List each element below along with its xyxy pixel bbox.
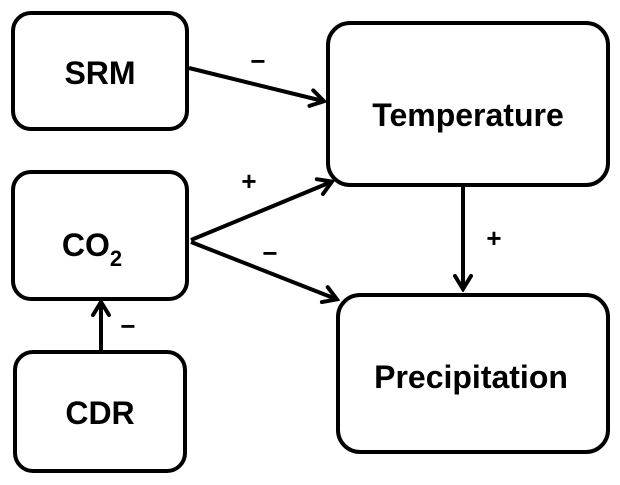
node-precipitation: Precipitation	[336, 293, 610, 454]
node-srm-label: SRM	[64, 55, 135, 91]
edge-srm-temperature	[188, 66, 323, 101]
edge-co2-precipitation	[190, 240, 336, 299]
node-co2: CO2	[11, 170, 189, 301]
node-temperature-label: Temperature	[372, 97, 563, 133]
node-precipitation-label: Precipitation	[374, 359, 568, 395]
node-cdr: CDR	[13, 350, 187, 473]
sign-co2-temperature: +	[241, 166, 256, 196]
node-cdr-label: CDR	[65, 395, 134, 431]
edge-co2-temperature	[190, 182, 331, 242]
node-co2-label: CO2	[62, 227, 122, 271]
node-srm: SRM	[11, 11, 189, 131]
sign-temperature-precipitation: +	[486, 223, 501, 253]
sign-srm-temperature: −	[250, 46, 265, 76]
sign-co2-precipitation: −	[262, 238, 277, 268]
sign-cdr-co2: −	[120, 311, 135, 341]
node-temperature: Temperature	[326, 21, 610, 187]
